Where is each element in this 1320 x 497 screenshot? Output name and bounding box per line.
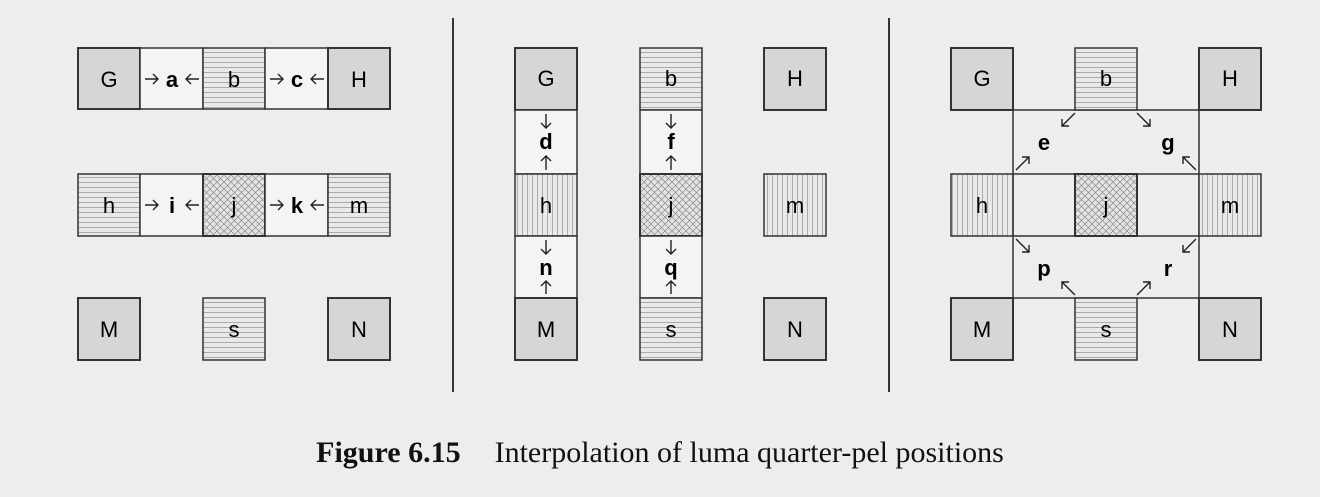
label-n: n [539, 255, 552, 280]
cell-j [202, 173, 266, 237]
arrow-diagonal-icon [1182, 238, 1197, 253]
arrow-diagonal-icon [1061, 112, 1076, 127]
arrow-diagonal-icon [1136, 112, 1151, 127]
cell-s [202, 297, 266, 361]
arrow-diagonal-icon [1015, 156, 1030, 171]
label-s: s [229, 317, 240, 342]
cell-m [1198, 173, 1262, 237]
figure-caption: Figure 6.15 Interpolation of luma quarter… [0, 436, 1320, 470]
arrow-diagonal-icon [1061, 281, 1076, 296]
label-h: h [103, 193, 115, 218]
arrow-up-icon [540, 280, 552, 294]
label-k: k [291, 193, 304, 218]
arrow-right-icon [145, 73, 159, 85]
arrow-left-icon [310, 199, 324, 211]
label-c: c [291, 67, 303, 92]
cell-M [950, 297, 1014, 361]
label-H: H [787, 66, 803, 91]
cell-N [763, 297, 827, 361]
label-f: f [667, 129, 675, 154]
label-a: a [166, 67, 179, 92]
label-s: s [666, 317, 677, 342]
arrow-diagonal-icon [1136, 281, 1151, 296]
arrow-left-icon [185, 73, 199, 85]
label-j: j [231, 193, 237, 218]
cell-G [950, 47, 1014, 111]
label-h: h [976, 193, 988, 218]
label-p: p [1037, 256, 1050, 281]
cell-m [763, 173, 827, 237]
arrow-down-icon [665, 240, 677, 255]
label-M: M [973, 317, 991, 342]
arrow-right-icon [145, 199, 159, 211]
cell-s [639, 297, 703, 361]
label-i: i [169, 193, 175, 218]
label-g: g [1161, 130, 1174, 155]
cell-j [639, 173, 703, 237]
label-j: j [668, 193, 674, 218]
arrow-diagonal-icon [1015, 238, 1030, 253]
panel-horizontal: G a b c H h i j k m M s N [77, 47, 391, 361]
label-b: b [228, 67, 240, 92]
arrow-up-icon [665, 280, 677, 294]
label-m: m [350, 193, 368, 218]
label-H: H [351, 67, 367, 92]
label-e: e [1038, 130, 1050, 155]
cell-G [514, 47, 578, 111]
label-H: H [1222, 66, 1238, 91]
cell-M [77, 297, 141, 361]
figure-title: Interpolation of luma quarter-pel positi… [494, 436, 1004, 469]
label-d: d [539, 129, 552, 154]
arrow-right-icon [270, 73, 284, 85]
label-m: m [786, 193, 804, 218]
arrow-up-icon [665, 155, 677, 170]
label-j: j [1103, 193, 1109, 218]
arrow-right-icon [270, 199, 284, 211]
arrow-down-icon [540, 240, 552, 255]
figure-number: Figure 6.15 [316, 436, 461, 469]
panel-diagonal: G b H h j m M s N e g p r [950, 47, 1262, 361]
label-N: N [351, 317, 367, 342]
cell-m [327, 173, 391, 237]
label-m: m [1221, 193, 1239, 218]
label-s: s [1101, 317, 1112, 342]
panel-vertical: G d h n M b f j q s H m N [514, 47, 827, 361]
arrow-up-icon [540, 155, 552, 170]
cell-s [1074, 297, 1138, 361]
label-q: q [664, 255, 677, 280]
cell-b [202, 47, 266, 110]
label-r: r [1164, 256, 1173, 281]
arrow-down-icon [665, 114, 677, 129]
cell-h [514, 173, 578, 237]
cell-M [514, 297, 578, 361]
label-N: N [787, 317, 803, 342]
cell-b [1074, 47, 1138, 111]
label-h: h [540, 193, 552, 218]
cell-N [327, 297, 391, 361]
label-G: G [100, 67, 117, 92]
label-M: M [100, 317, 118, 342]
label-G: G [973, 66, 990, 91]
cell-H [763, 47, 827, 111]
cell-H [1198, 47, 1262, 111]
cell-N [1198, 297, 1262, 361]
label-b: b [665, 66, 677, 91]
label-M: M [537, 317, 555, 342]
arrow-down-icon [540, 114, 552, 129]
arrow-left-icon [310, 73, 324, 85]
cell-H [327, 47, 391, 110]
label-G: G [537, 66, 554, 91]
cell-h [77, 173, 141, 237]
cell-h [950, 173, 1014, 237]
arrow-left-icon [185, 199, 199, 211]
cell-j [1074, 173, 1138, 237]
label-N: N [1222, 317, 1238, 342]
arrow-diagonal-icon [1182, 156, 1197, 171]
label-b: b [1100, 66, 1112, 91]
